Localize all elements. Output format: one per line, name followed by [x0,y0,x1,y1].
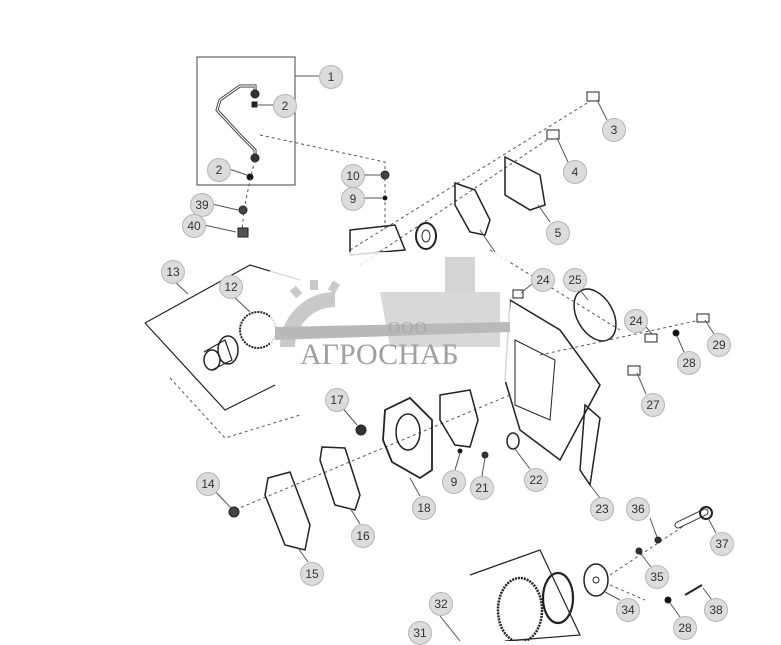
part-callout-28[interactable]: 28 [677,351,701,375]
watermark-backdrop [270,252,510,382]
part-callout-5[interactable]: 5 [546,221,570,245]
part-callout-29[interactable]: 29 [707,333,731,357]
part-callout-32[interactable]: 32 [429,592,453,616]
part-callout-35[interactable]: 35 [645,565,669,589]
part-callout-36[interactable]: 36 [626,497,650,521]
part-callout-1[interactable]: 1 [319,65,343,89]
part-callout-10[interactable]: 10 [341,164,365,188]
part-callout-14[interactable]: 14 [196,472,220,496]
part-callout-12[interactable]: 12 [219,275,243,299]
part-callout-15[interactable]: 15 [300,562,324,586]
part-callout-13[interactable]: 13 [161,260,185,284]
part-callout-9[interactable]: 9 [341,187,365,211]
part-callout-24[interactable]: 24 [624,309,648,333]
part-callout-24[interactable]: 24 [531,268,555,292]
part-callout-18[interactable]: 18 [412,496,436,520]
upper-cover-parts [349,91,608,266]
part-callout-40[interactable]: 40 [182,214,206,238]
part-callout-23[interactable]: 23 [590,497,614,521]
part-callout-38[interactable]: 38 [704,598,728,622]
part-callout-3[interactable]: 3 [602,118,626,142]
part-callout-9[interactable]: 9 [442,470,466,494]
part-callout-31[interactable]: 31 [408,621,432,645]
timing-housing [489,249,715,499]
part-callout-4[interactable]: 4 [563,160,587,184]
watermark-logo-icon [275,257,510,347]
watermark-prefix: ООО [388,318,428,337]
fuel-pipe-assembly [196,56,390,238]
part-callout-27[interactable]: 27 [641,393,665,417]
part-callout-37[interactable]: 37 [710,532,734,556]
part-callout-22[interactable]: 22 [524,468,548,492]
part-callout-2[interactable]: 2 [273,94,297,118]
part-callout-2[interactable]: 2 [207,158,231,182]
part-callout-21[interactable]: 21 [470,476,494,500]
watermark-brand: АГРОСНАБ [300,338,459,371]
part-callout-25[interactable]: 25 [563,268,587,292]
lower-gear-parts [439,506,717,641]
part-callout-16[interactable]: 16 [351,524,375,548]
part-callout-28[interactable]: 28 [673,616,697,640]
part-callout-17[interactable]: 17 [325,388,349,412]
part-callout-34[interactable]: 34 [616,598,640,622]
